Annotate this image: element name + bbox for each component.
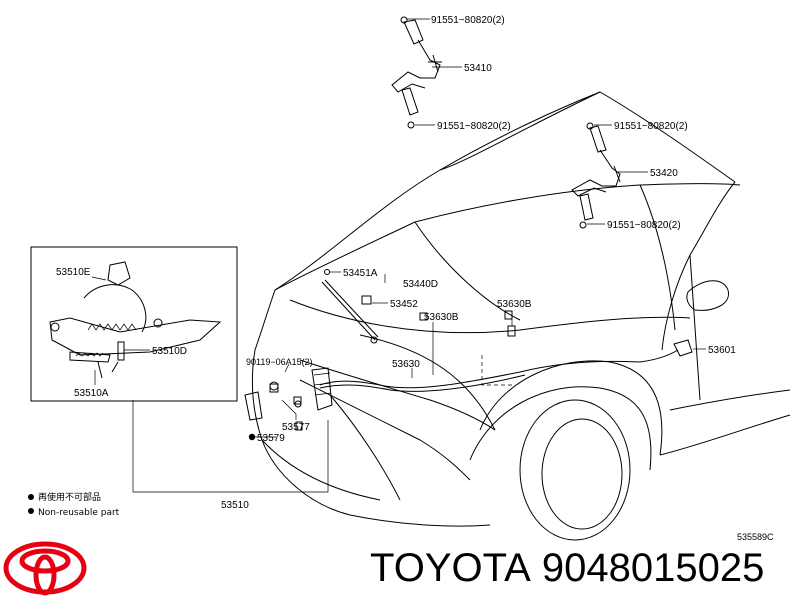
label-53630: 53630 — [392, 359, 420, 370]
hood-lock-detail-box — [30, 246, 238, 402]
brand-part-number: 9048015025 — [541, 546, 765, 590]
leader-lines — [91, 18, 706, 493]
label-53410: 53410 — [464, 63, 492, 74]
label-91551-top: 91551−80820(2) — [431, 15, 505, 26]
label-53510A: 53510A — [74, 388, 109, 399]
hood-hinge-right — [571, 122, 621, 229]
label-53601: 53601 — [708, 345, 736, 356]
label-90119: 90119−06A15(2) — [246, 357, 313, 367]
brand-name: TOYOTA — [370, 546, 531, 590]
label-53440D: 53440D — [403, 279, 438, 290]
label-53579: 53579 — [257, 433, 285, 444]
legend: 再使用不可部品 Non-reusable part — [28, 491, 120, 518]
legend-en-text: Non-reusable part — [38, 508, 120, 518]
label-53420: 53420 — [650, 168, 678, 179]
fasteners — [248, 310, 513, 441]
label-53510E: 53510E — [56, 267, 91, 278]
label-53510: 53510 — [221, 500, 249, 511]
hood-hinge-left — [391, 16, 442, 129]
drawing-code: 535589C — [737, 532, 774, 542]
label-53577: 53577 — [282, 422, 310, 433]
toyota-logo-icon — [3, 541, 87, 596]
legend-jp-text: 再使用不可部品 — [38, 491, 101, 503]
label-53451A: 53451A — [343, 268, 378, 279]
label-91551-mid: 91551−80820(2) — [437, 121, 511, 132]
label-91551-right-bottom: 91551−80820(2) — [607, 220, 681, 231]
brand-title: TOYOTA 9048015025 — [370, 546, 764, 591]
label-53452: 53452 — [390, 299, 418, 310]
bullet-icon — [28, 494, 34, 500]
car-body-outline — [244, 91, 791, 541]
label-91551-right-top: 91551−80820(2) — [614, 121, 688, 132]
label-53630B-a: 53630B — [424, 312, 459, 323]
bullet-icon — [28, 508, 34, 514]
label-53510D: 53510D — [152, 346, 187, 357]
label-53630B-b: 53630B — [497, 299, 532, 310]
hood-support-rod — [321, 269, 379, 344]
